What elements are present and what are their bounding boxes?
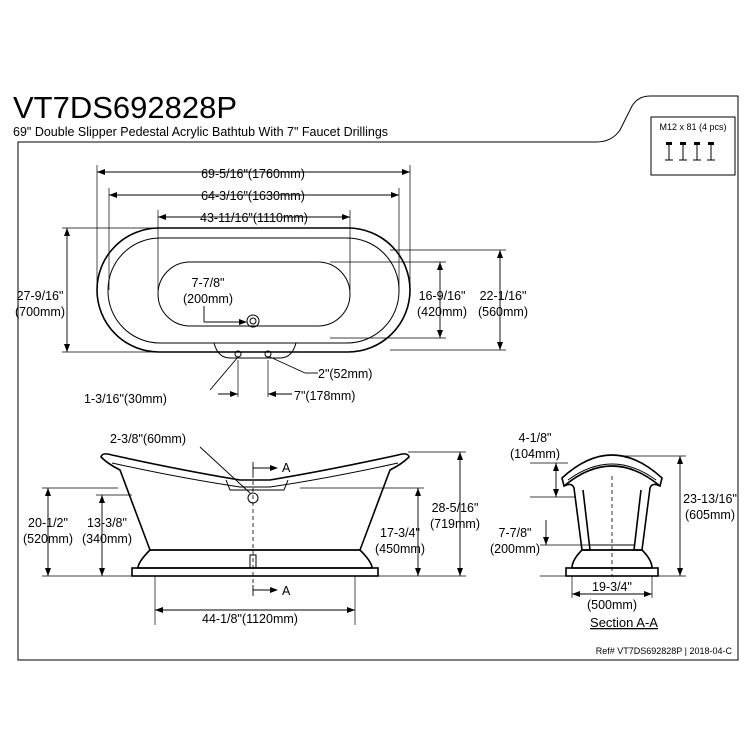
side-view-pedestal [137,549,373,569]
section-pedestal [571,549,653,569]
section-mark-bottom: A [282,584,291,598]
sheet-frame [17,95,739,661]
dim-section-base-width-in: 19-3/4" [592,580,632,594]
dim-height-total-in: 28-5/16" [432,501,479,515]
dim-faucet-hole-dia: 2"(52mm) [318,367,372,381]
faucet-hole-icon [264,350,272,358]
side-view-rim-inner [111,462,399,488]
dim-faucet-spacing: 7"(178mm) [294,389,355,403]
section-left-wall [563,483,591,551]
dim-section-height-in: 23-13/16" [683,492,737,506]
dim-overall-width-in: 27-9/16" [17,289,64,303]
dim-section-rim-depth-in: 4-1/8" [519,431,552,445]
dim-drain-offset-mm: (200mm) [183,292,233,306]
section-rim [561,454,663,488]
top-view-basin [157,261,351,327]
dim-section-drain-height-in: 7-7/8" [499,526,532,540]
dim-section-height-mm: (605mm) [685,508,735,522]
dim-rim-width-in: 22-1/16" [480,289,527,303]
section-mark-top: A [282,461,291,475]
dim-section-rim-depth-mm: (104mm) [510,447,560,461]
side-view-tub-outline [100,453,410,551]
bolt-icon [665,142,715,161]
dim-height-rim-in: 17-3/4" [380,526,420,540]
dim-height-inner-mm: (340mm) [82,532,132,546]
side-view-base [131,567,379,577]
footer-ref: Ref# VT7DS692828P | 2018-04-C [596,646,733,656]
dim-rim-length: 64-3/16"(1630mm) [201,189,305,203]
hardware-box: M12 x 81 (4 pcs) [650,116,736,176]
section-view: 4-1/8" (104mm) 23-13/16" (605mm) 7-7/8" … [490,431,737,630]
drain-icon [246,314,260,328]
hardware-label: M12 x 81 (4 pcs) [659,122,726,132]
dim-section-base-width-mm: (500mm) [587,598,637,612]
dim-height-end-mm: (520mm) [23,532,73,546]
dim-overall-length: 69-5/16"(1760mm) [201,167,305,181]
side-view-faucet-deck [225,479,289,491]
dim-drain-dia: 2-3/8"(60mm) [110,432,186,446]
top-view: 69-5/16"(1760mm) 64-3/16"(1630mm) 43-11/… [15,165,528,406]
top-view-outer-rim [96,227,411,353]
dim-inner-length: 43-11/16"(1110mm) [200,211,308,225]
section-right-wall [633,483,661,551]
dim-section-drain-height-mm: (200mm) [490,542,540,556]
dim-overflow-dia: 1-3/16"(30mm) [84,392,167,406]
dim-height-end-in: 20-1/2" [28,516,68,530]
dim-base-length: 44-1/8"(1120mm) [202,612,298,626]
dim-drain-offset-in: 7-7/8" [192,276,225,290]
dim-height-rim-mm: (450mm) [375,542,425,556]
dim-rim-width-mm: (560mm) [478,305,528,319]
faucet-deck [213,342,297,359]
product-description: 69" Double Slipper Pedestal Acrylic Bath… [13,125,388,139]
side-view: 2-3/8"(60mm) A A 28-5/16" (719mm) 17-3/4… [23,432,480,626]
section-title: Section A-A [590,615,658,630]
section-rim-inner [567,463,657,481]
top-view-inner-rim [107,237,400,344]
dim-height-total-mm: (719mm) [430,517,480,531]
dim-overall-width-mm: (700mm) [15,305,65,319]
dim-height-inner-in: 13-3/8" [87,516,127,530]
model-title: VT7DS692828P [13,90,237,125]
dim-inner-width-mm: (420mm) [417,305,467,319]
dim-inner-width-in: 16-9/16" [419,289,466,303]
